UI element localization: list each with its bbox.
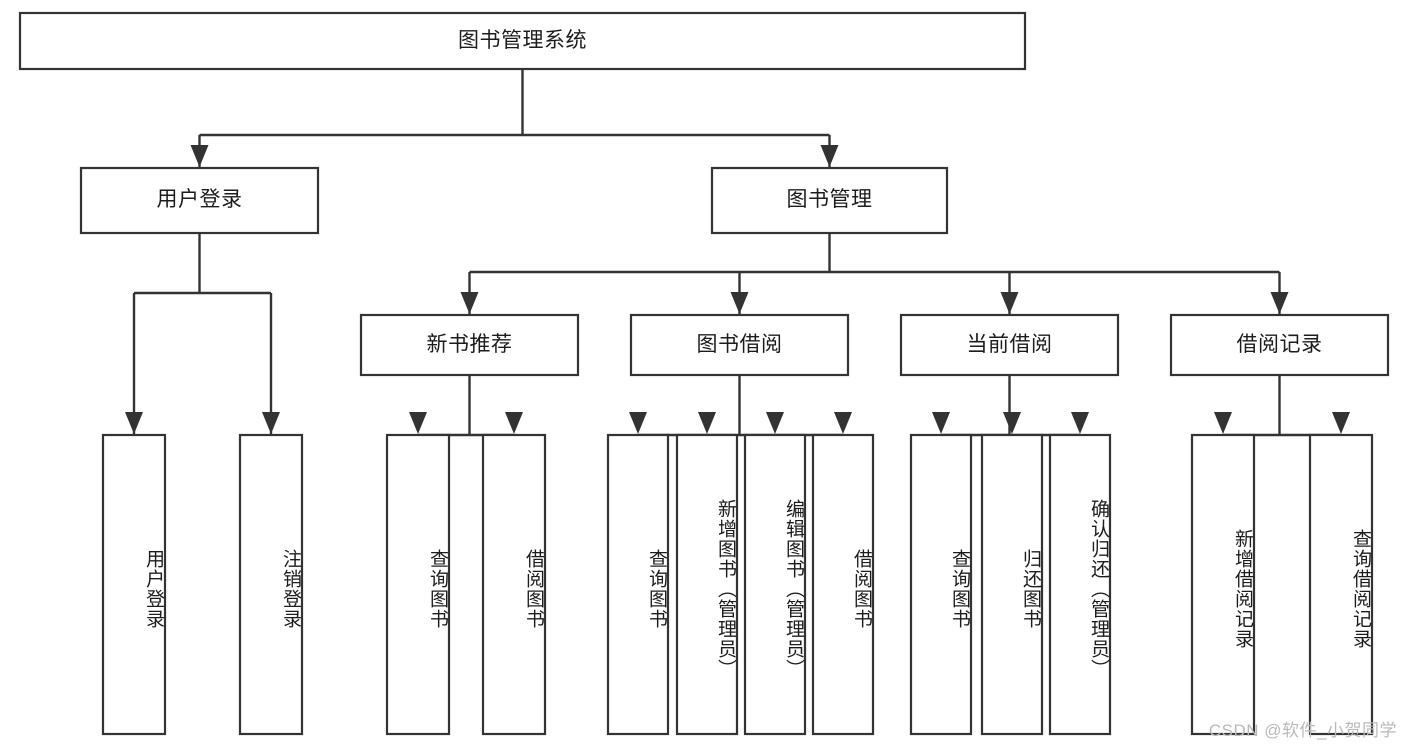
watermark: CSDN @软件_小贺同学 (1208, 721, 1397, 740)
node-box-leaf-10[interactable] (1048, 433, 1112, 736)
node-box-leaf-0[interactable] (101, 433, 167, 736)
node-box-leaf-4[interactable] (606, 433, 670, 736)
node-box-level3-1[interactable] (629, 313, 850, 377)
node-box-leaf-3[interactable] (481, 433, 547, 736)
node-box-leaf-7[interactable] (811, 433, 875, 736)
arrow-head-icon-leaf-1-0 (409, 412, 427, 434)
node-box-leaf-5[interactable] (675, 433, 739, 736)
node-box-root-0[interactable] (18, 11, 1027, 71)
arrow-head-icon-leaf-2-3 (834, 412, 852, 434)
node-box-leaf-6[interactable] (743, 433, 807, 736)
arrow-head-icon-leaf-3-2 (1071, 412, 1089, 434)
node-box-level3-0[interactable] (359, 313, 580, 377)
node-box-leaf-12[interactable] (1308, 433, 1374, 736)
arrow-head-icon-leaf-2-1 (698, 412, 716, 434)
arrow-head-icon-leaf-0-1 (262, 412, 280, 434)
arrow-head-icon-mgr-to-l3-0 (460, 292, 479, 314)
arrow-head-icon-mgr-to-l3-2 (1000, 292, 1019, 314)
node-box-leaf-8[interactable] (909, 433, 973, 736)
node-box-level2-1[interactable] (710, 166, 949, 235)
arrow-head-icon-root-to-l2-0 (190, 145, 209, 167)
node-box-leaf-2[interactable] (385, 433, 451, 736)
node-box-level3-2[interactable] (899, 313, 1120, 377)
arrow-head-icon-leaf-1-1 (505, 412, 523, 434)
arrow-head-icon-leaf-2-2 (766, 412, 784, 434)
arrow-head-icon-leaf-4-1 (1332, 412, 1350, 434)
connectors-layer (125, 69, 1350, 437)
node-box-level2-0[interactable] (79, 166, 320, 235)
node-box-level3-3[interactable] (1169, 313, 1390, 377)
arrow-head-icon-root-to-l2-1 (820, 145, 839, 167)
arrow-head-icon-leaf-3-0 (932, 412, 950, 434)
arrow-head-icon-mgr-to-l3-3 (1270, 292, 1289, 314)
arrow-head-icon-mgr-to-l3-1 (730, 292, 749, 314)
arrow-head-icon-leaf-3-1 (1003, 412, 1021, 434)
arrow-head-icon-leaf-2-0 (629, 412, 647, 434)
node-box-leaf-9[interactable] (980, 433, 1044, 736)
boxes-layer (18, 11, 1390, 736)
node-box-leaf-1[interactable] (238, 433, 304, 736)
arrow-head-icon-leaf-4-0 (1214, 412, 1232, 434)
arrow-head-icon-leaf-0-0 (125, 412, 143, 434)
node-box-leaf-11[interactable] (1190, 433, 1256, 736)
